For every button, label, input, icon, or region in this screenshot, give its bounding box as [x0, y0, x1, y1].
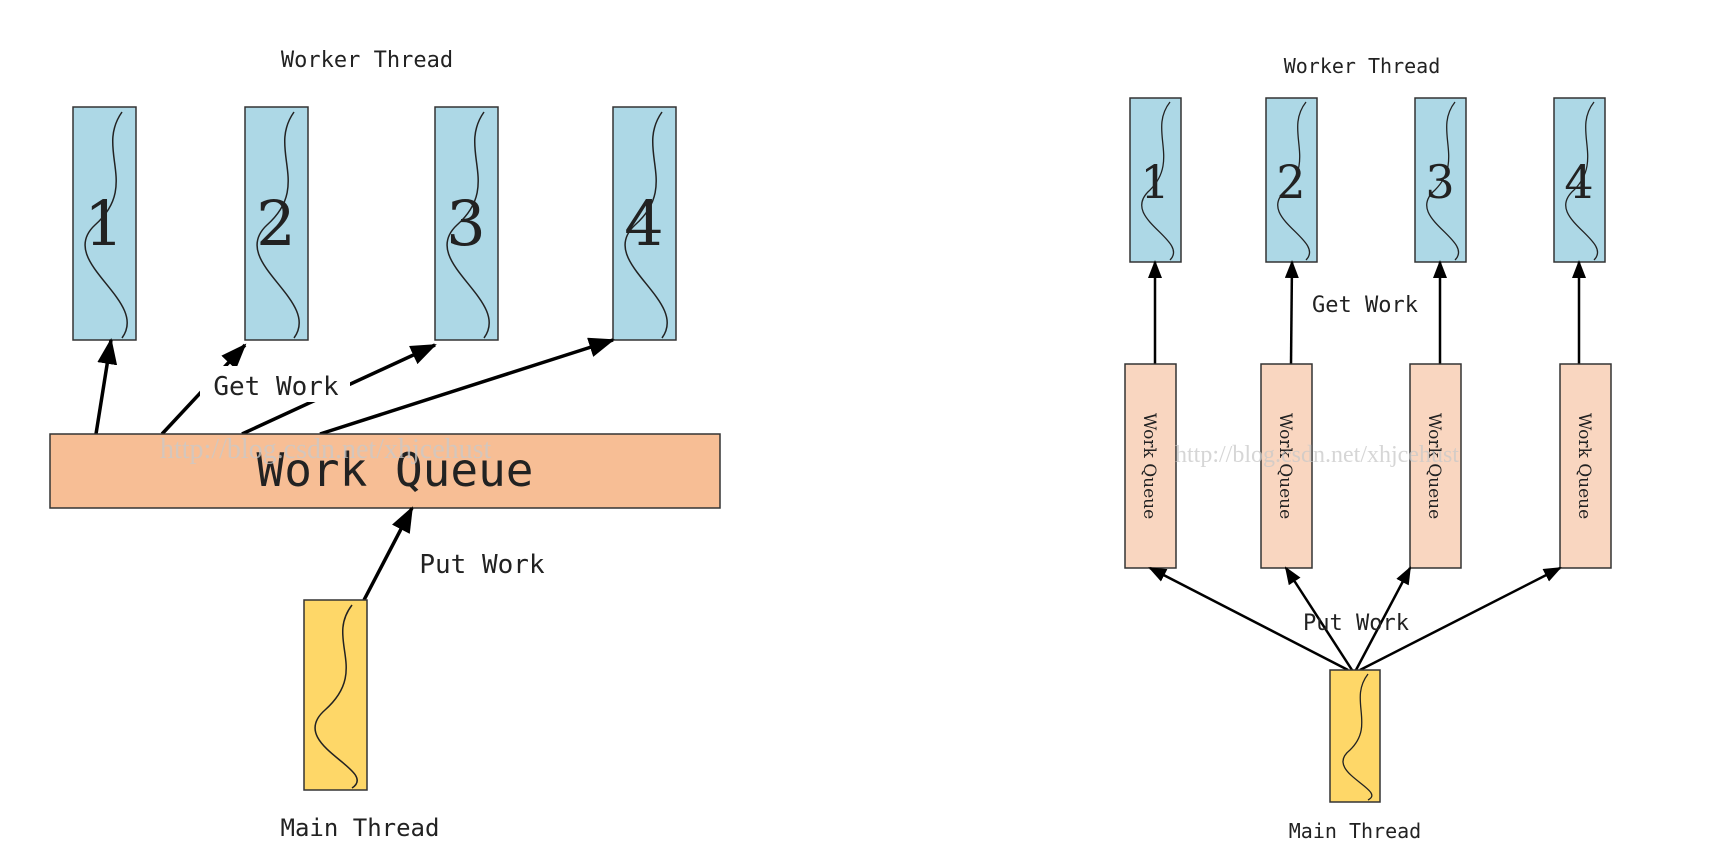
left-worker-number: 4 — [624, 187, 663, 260]
right-queue-2: Work Queue — [1260, 363, 1313, 569]
left-main-thread — [303, 599, 368, 791]
thread-wave-icon — [1426, 101, 1460, 261]
right-put-arrow-3 — [1354, 566, 1412, 671]
right-diagram: Worker Thread 1 2 3 4 Get Work — [1124, 54, 1612, 843]
right-worker-1: 1 — [1129, 97, 1182, 263]
thread-wave-icon — [1277, 101, 1311, 261]
right-queue-label: Work Queue — [1574, 413, 1594, 519]
right-put-work-label: Put Work — [1303, 611, 1409, 636]
right-put-arrow-4 — [1359, 566, 1562, 672]
right-queue-label: Work Queue — [1275, 413, 1295, 519]
right-worker-3: 3 — [1414, 97, 1467, 263]
thread-wave-icon — [314, 604, 358, 789]
right-queue-label: Work Queue — [1424, 413, 1444, 519]
left-worker-1: 1 — [72, 106, 137, 341]
right-worker-number: 3 — [1425, 155, 1454, 209]
thread-wave-icon — [84, 111, 128, 339]
right-worker-number: 2 — [1276, 155, 1305, 209]
right-queue-label: Work Queue — [1139, 413, 1159, 519]
left-watermark: http://blog.csdn.net/xhjcehust — [160, 434, 492, 465]
thread-wave-icon — [256, 111, 300, 339]
right-put-arrow-2 — [1284, 566, 1354, 671]
right-get-arrow-2 — [1284, 260, 1299, 365]
left-get-arrow-1 — [94, 338, 118, 435]
left-worker-number: 2 — [256, 187, 295, 260]
thread-wave-icon — [446, 111, 490, 339]
thread-wave-icon — [1565, 101, 1599, 261]
right-main-thread — [1329, 669, 1381, 803]
right-put-arrow-1 — [1148, 566, 1349, 672]
left-main-thread-label: Main Thread — [281, 814, 440, 842]
right-worker-4: 4 — [1553, 97, 1606, 263]
thread-wave-icon — [1141, 101, 1175, 261]
right-worker-2: 2 — [1265, 97, 1318, 263]
right-worker-number: 1 — [1140, 155, 1169, 209]
right-queue-3: Work Queue — [1409, 363, 1462, 569]
get-work-label-bg — [200, 366, 350, 402]
left-worker-3: 3 — [434, 106, 499, 341]
left-diagram: Worker Thread 1 2 3 4 Get Work — [49, 48, 721, 842]
left-work-queue-label: Work Queue — [257, 443, 534, 497]
left-worker-number: 3 — [446, 187, 485, 260]
right-worker-title: Worker Thread — [1284, 54, 1441, 78]
right-get-work-label: Get Work — [1312, 293, 1418, 318]
left-worker-4: 4 — [612, 106, 677, 341]
left-get-arrow-4 — [319, 337, 615, 436]
left-worker-2: 2 — [244, 106, 309, 341]
right-watermark: http://blog.csdn.net/xhjcehust — [1175, 442, 1459, 468]
left-put-arrow — [362, 506, 414, 601]
thread-wave-icon — [1342, 673, 1373, 801]
right-queue-1: Work Queue — [1124, 363, 1177, 569]
thread-wave-icon — [624, 111, 668, 339]
right-worker-number: 4 — [1564, 155, 1593, 209]
left-worker-title: Worker Thread — [281, 48, 453, 73]
right-queue-4: Work Queue — [1559, 363, 1612, 569]
left-work-queue — [49, 433, 721, 509]
right-main-thread-label: Main Thread — [1289, 819, 1421, 843]
left-worker-number: 1 — [84, 187, 123, 260]
left-get-work-label: Get Work — [213, 372, 339, 402]
left-put-work-label: Put Work — [419, 550, 545, 580]
